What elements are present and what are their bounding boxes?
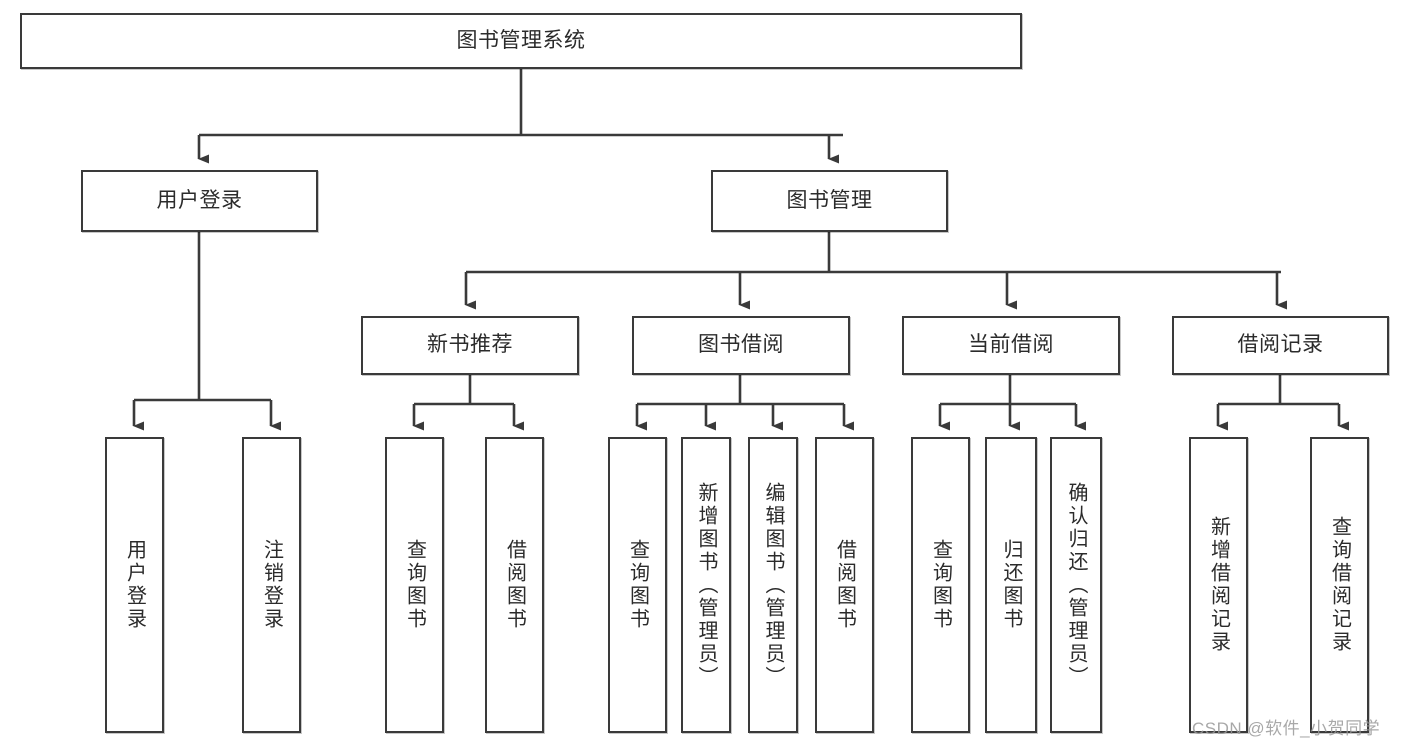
node-level3[interactable]: 图书借阅	[632, 316, 850, 375]
node-leaf[interactable]: 编辑图书（管理员）	[748, 437, 798, 733]
node-leaf[interactable]: 注销登录	[242, 437, 301, 733]
node-level3[interactable]: 借阅记录	[1172, 316, 1389, 375]
node-level2[interactable]: 图书管理	[711, 170, 948, 232]
node-leaf-label: 注销登录	[260, 539, 283, 631]
node-leaf[interactable]: 确认归还（管理员）	[1050, 437, 1102, 733]
node-leaf[interactable]: 查询图书	[911, 437, 970, 733]
node-leaf-label: 查询图书	[626, 539, 649, 631]
node-level3[interactable]: 新书推荐	[361, 316, 579, 375]
node-leaf-label: 查询借阅记录	[1328, 516, 1351, 654]
node-level3-label: 当前借阅	[968, 333, 1054, 357]
node-leaf-label: 编辑图书（管理员）	[762, 481, 784, 689]
node-leaf[interactable]: 借阅图书	[815, 437, 874, 733]
node-level3-label: 图书借阅	[698, 333, 784, 357]
node-leaf[interactable]: 新增借阅记录	[1189, 437, 1248, 733]
node-leaf-label: 新增借阅记录	[1207, 516, 1230, 654]
node-level2-label: 图书管理	[786, 188, 873, 212]
node-leaf-label: 用户登录	[123, 539, 146, 631]
node-leaf[interactable]: 查询图书	[608, 437, 667, 733]
node-leaf-label: 查询图书	[929, 539, 952, 631]
node-level3-label: 新书推荐	[427, 333, 513, 357]
node-leaf[interactable]: 借阅图书	[485, 437, 544, 733]
node-leaf-label: 查询图书	[403, 539, 426, 631]
node-root[interactable]: 图书管理系统	[20, 13, 1022, 69]
node-level2-label: 用户登录	[156, 188, 243, 212]
node-level3[interactable]: 当前借阅	[902, 316, 1120, 375]
watermark: CSDN @软件_小贺同学	[1192, 719, 1381, 738]
node-leaf[interactable]: 查询借阅记录	[1310, 437, 1369, 733]
node-level3-label: 借阅记录	[1237, 333, 1324, 357]
node-leaf-label: 新增图书（管理员）	[695, 481, 717, 689]
node-leaf-label: 归还图书	[1000, 539, 1022, 631]
node-leaf[interactable]: 新增图书（管理员）	[681, 437, 731, 733]
node-leaf-label: 借阅图书	[503, 539, 526, 631]
node-leaf[interactable]: 归还图书	[985, 437, 1037, 733]
node-level2[interactable]: 用户登录	[81, 170, 318, 232]
node-leaf[interactable]: 查询图书	[385, 437, 444, 733]
node-leaf-label: 确认归还（管理员）	[1065, 481, 1087, 689]
node-leaf-label: 借阅图书	[833, 539, 856, 631]
node-root-label: 图书管理系统	[456, 28, 586, 52]
node-leaf[interactable]: 用户登录	[105, 437, 164, 733]
